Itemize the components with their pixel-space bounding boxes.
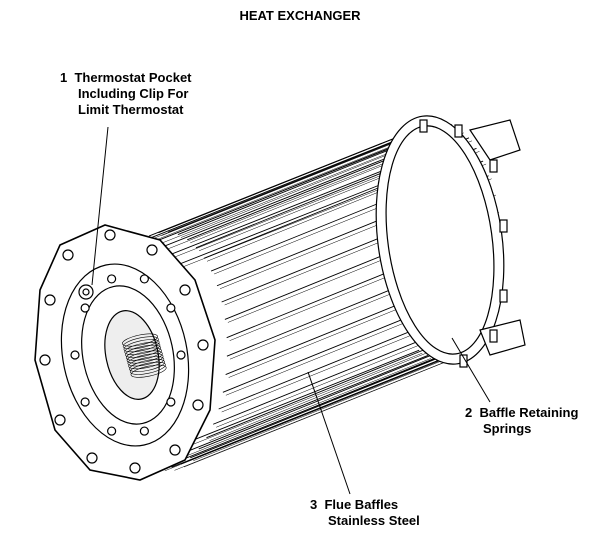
leader-lines bbox=[91, 126, 491, 495]
bolt bbox=[86, 452, 98, 464]
baffle-rib-edge bbox=[134, 143, 412, 255]
baffle-rib-edge bbox=[193, 350, 467, 462]
bolt bbox=[166, 397, 176, 407]
callout-number: 3 bbox=[310, 497, 318, 512]
coil-turn bbox=[125, 344, 162, 358]
callout-number: 1 bbox=[60, 70, 68, 85]
rear-clip bbox=[499, 289, 508, 303]
bolt bbox=[80, 397, 90, 407]
coil-turn bbox=[122, 336, 159, 350]
bolt bbox=[166, 303, 176, 313]
baffle-rib-edge bbox=[126, 155, 405, 266]
callout-text: Baffle Retaining bbox=[479, 405, 579, 420]
callout-text: Flue Baffles bbox=[324, 497, 399, 512]
baffle-rib bbox=[198, 338, 472, 450]
bolt bbox=[107, 274, 117, 284]
baffle-rib-edge bbox=[174, 360, 450, 471]
bolt bbox=[197, 339, 209, 351]
bolt bbox=[104, 229, 116, 241]
coil-turn bbox=[124, 342, 161, 355]
baffle-rib bbox=[158, 122, 435, 234]
rear-clip bbox=[459, 354, 468, 368]
coil-turn bbox=[125, 347, 162, 361]
leader-line-3 bbox=[307, 371, 351, 495]
baffle-rib bbox=[151, 355, 429, 466]
callout-thermostat-pocket: 1 Thermostat Pocket Including Clip For L… bbox=[60, 70, 192, 118]
callout-number: 2 bbox=[465, 405, 473, 420]
rear-clip bbox=[499, 219, 508, 233]
callout-text: Thermostat Pocket bbox=[74, 70, 192, 85]
bolt bbox=[146, 244, 158, 256]
diagram-title: HEAT EXCHANGER bbox=[239, 8, 361, 23]
burner-bore bbox=[104, 310, 160, 400]
bolt bbox=[139, 274, 149, 284]
coil-turn bbox=[129, 361, 166, 375]
baffle-rib-edge bbox=[155, 358, 432, 469]
bolt bbox=[62, 249, 74, 261]
baffle-rib bbox=[171, 356, 447, 468]
leader-line-2 bbox=[451, 337, 491, 403]
front-flange-inner-ring bbox=[81, 285, 175, 425]
rear-clip bbox=[489, 329, 498, 343]
bolt bbox=[39, 354, 51, 366]
coil-turn bbox=[129, 359, 165, 372]
coil-turn bbox=[126, 350, 163, 364]
coil-turn bbox=[123, 339, 160, 353]
baffle-rib bbox=[139, 131, 417, 243]
bolt bbox=[70, 350, 80, 360]
leader-line-1 bbox=[91, 126, 109, 286]
bolt bbox=[129, 462, 141, 474]
baffle-rib bbox=[161, 357, 438, 469]
bolt bbox=[176, 350, 186, 360]
bolt bbox=[80, 303, 90, 313]
baffle-rib bbox=[190, 347, 464, 459]
flange-bolts bbox=[39, 119, 508, 474]
callout-text: Stainless Steel bbox=[328, 513, 420, 528]
rear-clip bbox=[419, 119, 428, 133]
thermostat-pocket bbox=[78, 284, 94, 300]
front-flange-ring bbox=[60, 263, 190, 447]
callout-text: Including Clip For bbox=[78, 86, 189, 101]
baffle-rib-edge bbox=[142, 134, 420, 246]
rear-clip bbox=[489, 159, 498, 173]
coil-turn bbox=[128, 356, 165, 370]
coil-turn bbox=[130, 364, 167, 378]
rear-clip bbox=[454, 124, 463, 138]
callout-flue-baffles: 3 Flue Baffles Stainless Steel bbox=[310, 497, 420, 529]
callout-baffle-springs: 2 Baffle Retaining Springs bbox=[465, 405, 578, 437]
bolt bbox=[179, 284, 191, 296]
bolt bbox=[44, 294, 56, 306]
burner-coil bbox=[122, 333, 167, 378]
coil-turn bbox=[127, 353, 164, 367]
baffle-rib bbox=[123, 151, 402, 263]
bolt bbox=[107, 426, 117, 436]
rear-pipe bbox=[469, 119, 526, 356]
bolt bbox=[169, 444, 181, 456]
coil-turn bbox=[122, 333, 158, 347]
bolt bbox=[139, 426, 149, 436]
callout-text: Limit Thermostat bbox=[78, 102, 184, 117]
bolt bbox=[54, 414, 66, 426]
callout-text: Springs bbox=[483, 421, 532, 436]
bolt bbox=[192, 399, 204, 411]
baffle-rib-edge bbox=[164, 360, 441, 472]
